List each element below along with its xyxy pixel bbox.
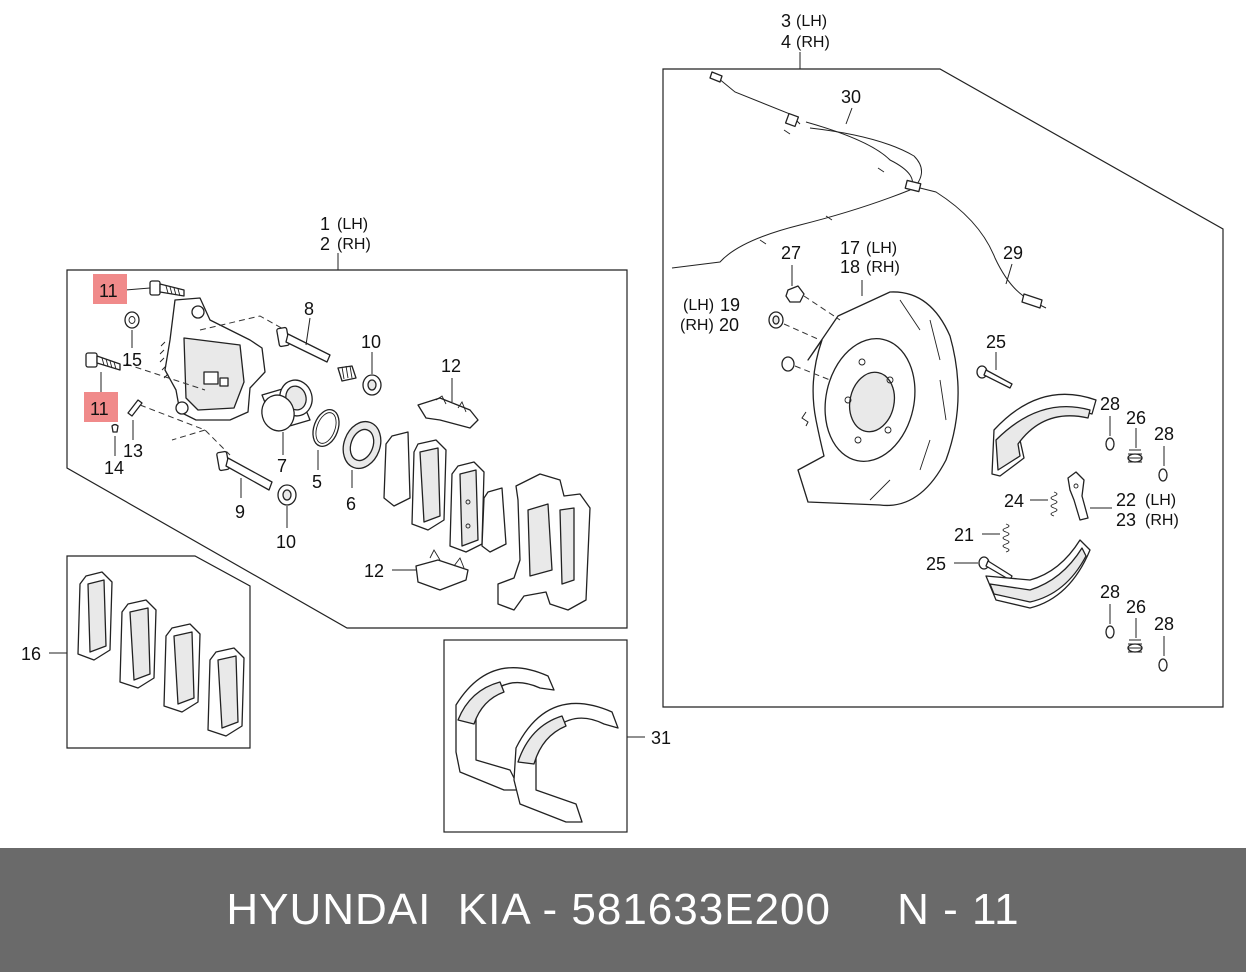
highlight-11-lower (84, 392, 118, 422)
label-28-a: 28 (1100, 394, 1120, 414)
pad-clip-12-lower (415, 549, 469, 591)
label-6: 6 (346, 494, 356, 514)
parts-diagram: 1 (LH) 2 (RH) 3 (LH) 4 (RH) 11 11 15 13 … (21, 11, 1224, 833)
label-5: 5 (312, 472, 322, 492)
label-25-lower: 25 (926, 554, 946, 574)
cap-14 (111, 423, 119, 433)
label-24: 24 (1004, 491, 1024, 511)
hold-down-pin-25-top (976, 365, 1013, 389)
caliper-bracket (497, 473, 591, 611)
label-25-top: 25 (986, 332, 1006, 352)
bleeder-screw-13 (127, 399, 143, 417)
label-11-top: 11 (99, 281, 118, 301)
label-2-side: (RH) (337, 236, 371, 253)
label-22: 22 (1116, 490, 1136, 510)
boot-10-lower (277, 484, 297, 506)
label-29: 29 (1003, 243, 1023, 263)
label-3: 3 (781, 11, 791, 31)
label-10-lower: 10 (276, 532, 296, 552)
label-17-side: (LH) (866, 240, 897, 257)
label-13: 13 (123, 441, 143, 461)
parking-cable-30 (671, 71, 922, 269)
label-19-side: (LH) (683, 297, 714, 314)
label-3-side: (LH) (796, 13, 827, 30)
shim-inner (481, 487, 507, 553)
label-27: 27 (781, 243, 801, 263)
label-14: 14 (104, 458, 124, 478)
caliper-assembly-box (66, 269, 628, 629)
label-18: 18 (840, 257, 860, 277)
brake-shoe-lower (985, 539, 1091, 609)
label-10-top: 10 (361, 332, 381, 352)
washer-15 (124, 311, 140, 329)
label-11-lower: 11 (90, 399, 109, 419)
label-20: 20 (719, 315, 739, 335)
washer (781, 356, 795, 372)
label-4: 4 (781, 32, 791, 52)
label-8: 8 (304, 299, 314, 319)
backing-plate-17-18 (797, 291, 959, 507)
label-22-side: (LH) (1145, 492, 1176, 509)
label-21: 21 (954, 525, 974, 545)
label-1: 1 (320, 214, 330, 234)
label-30: 30 (841, 87, 861, 107)
brake-shoe-top (991, 393, 1097, 477)
piston-seal-5 (312, 409, 340, 447)
shoe-kit-31 (455, 667, 619, 823)
caliper-housing (159, 297, 266, 421)
washer-28-d (1158, 658, 1168, 672)
highlight-11-top (93, 274, 127, 304)
label-2: 2 (320, 234, 330, 254)
hold-down-pin-25-lower (978, 556, 1013, 581)
pad-kit-16 (77, 571, 245, 737)
washer-28-b (1158, 468, 1168, 482)
label-1-side: (LH) (337, 216, 368, 233)
label-20-side: (RH) (680, 317, 714, 334)
label-28-b: 28 (1154, 424, 1174, 444)
guide-pin-9 (216, 450, 273, 491)
parking-cable-29 (904, 179, 1047, 309)
label-26-top: 26 (1126, 408, 1146, 428)
label-18-side: (RH) (866, 259, 900, 276)
washer-28-c (1105, 625, 1115, 639)
label-23-side: (RH) (1145, 512, 1179, 529)
spring-26-lower (1127, 639, 1143, 653)
bolt-11-top (149, 280, 185, 297)
spring-21 (1002, 523, 1010, 553)
label-7: 7 (277, 456, 287, 476)
label-12-top: 12 (441, 356, 461, 376)
rear-brake-box (662, 68, 1224, 708)
piston-7 (261, 379, 313, 432)
label-16: 16 (21, 644, 41, 664)
adjuster-lever-22-23 (1067, 471, 1089, 521)
part-number-text: HYUNDAI KIA - 581633E200 N - 11 (226, 885, 1020, 934)
label-12-lower: 12 (364, 561, 384, 581)
label-28-c: 28 (1100, 582, 1120, 602)
label-19: 19 (720, 295, 740, 315)
boot-10-top (337, 365, 382, 396)
label-23: 23 (1116, 510, 1136, 530)
spring-24 (1050, 491, 1058, 517)
label-9: 9 (235, 502, 245, 522)
shim-outer (383, 431, 411, 507)
pad-clip-12-top (417, 395, 479, 429)
nut-27 (785, 285, 805, 303)
label-17: 17 (840, 238, 860, 258)
part-number-banner: HYUNDAI KIA - 581633E200 N - 11 (0, 848, 1246, 972)
spring-26-top (1127, 449, 1143, 463)
shoe-kit-box (443, 639, 628, 833)
retainer-clip (801, 411, 809, 427)
washer-28-a (1105, 437, 1115, 451)
label-15: 15 (122, 350, 142, 370)
label-28-d: 28 (1154, 614, 1174, 634)
dust-boot-6 (342, 420, 382, 470)
label-26-lower: 26 (1126, 597, 1146, 617)
guide-pin-8 (276, 326, 331, 363)
label-4-side: (RH) (796, 34, 830, 51)
bolt-11-lower (85, 352, 121, 371)
label-31: 31 (651, 728, 671, 748)
pad-kit-box (66, 555, 251, 749)
